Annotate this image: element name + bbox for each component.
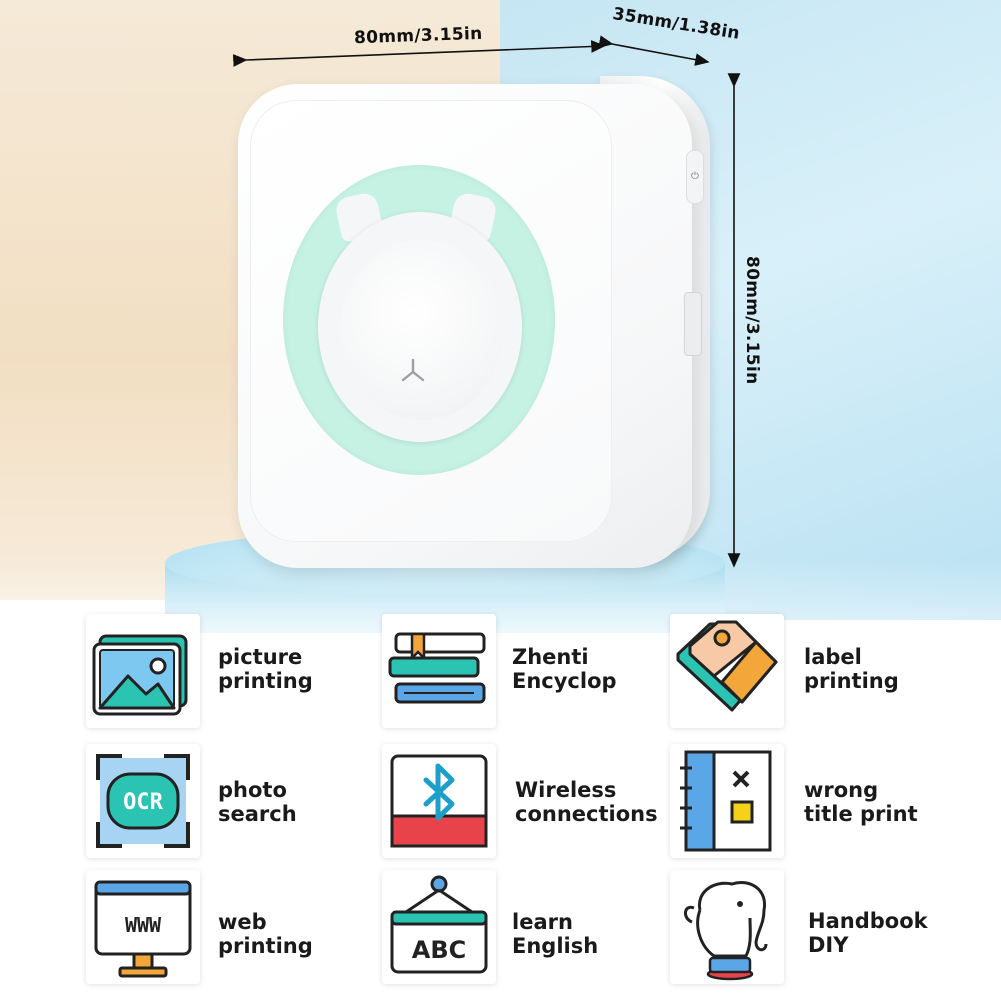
tag-icon xyxy=(676,620,778,712)
elephant-icon xyxy=(684,881,768,981)
picture-icon xyxy=(92,634,188,716)
feature-card-photo-search: OCR xyxy=(86,744,200,858)
bluetooth-icon xyxy=(390,754,488,848)
abc-text: ABC xyxy=(412,936,466,964)
ocr-icon: OCR xyxy=(96,754,190,848)
books-icon xyxy=(388,632,486,704)
notebook-icon xyxy=(680,750,772,852)
www-text: WWW xyxy=(125,913,162,937)
feature-card-wrong-title xyxy=(670,744,784,858)
feature-card-web-printing: WWW xyxy=(86,870,200,984)
feature-card-wireless xyxy=(382,744,496,858)
monitor-icon: WWW xyxy=(94,880,192,978)
abc-sign-icon: ABC xyxy=(390,875,488,974)
height-label: 80mm/3.15in xyxy=(742,256,762,385)
feature-card-label-printing xyxy=(670,614,784,728)
feature-card-picture-printing xyxy=(86,614,200,728)
depth-arrow xyxy=(598,35,710,66)
power-button[interactable]: ⏻ xyxy=(686,150,704,204)
feature-card-handbook-diy xyxy=(670,870,784,984)
width-arrow xyxy=(232,40,606,67)
tri-logo-icon xyxy=(401,358,425,382)
ocr-text: OCR xyxy=(123,790,163,815)
feature-card-learn-english: ABC xyxy=(382,870,496,984)
dimension-arrows xyxy=(232,35,741,568)
lid-open-button[interactable] xyxy=(340,240,504,420)
feature-card-zhenti-encyclop xyxy=(382,614,496,728)
usb-port xyxy=(684,292,702,356)
